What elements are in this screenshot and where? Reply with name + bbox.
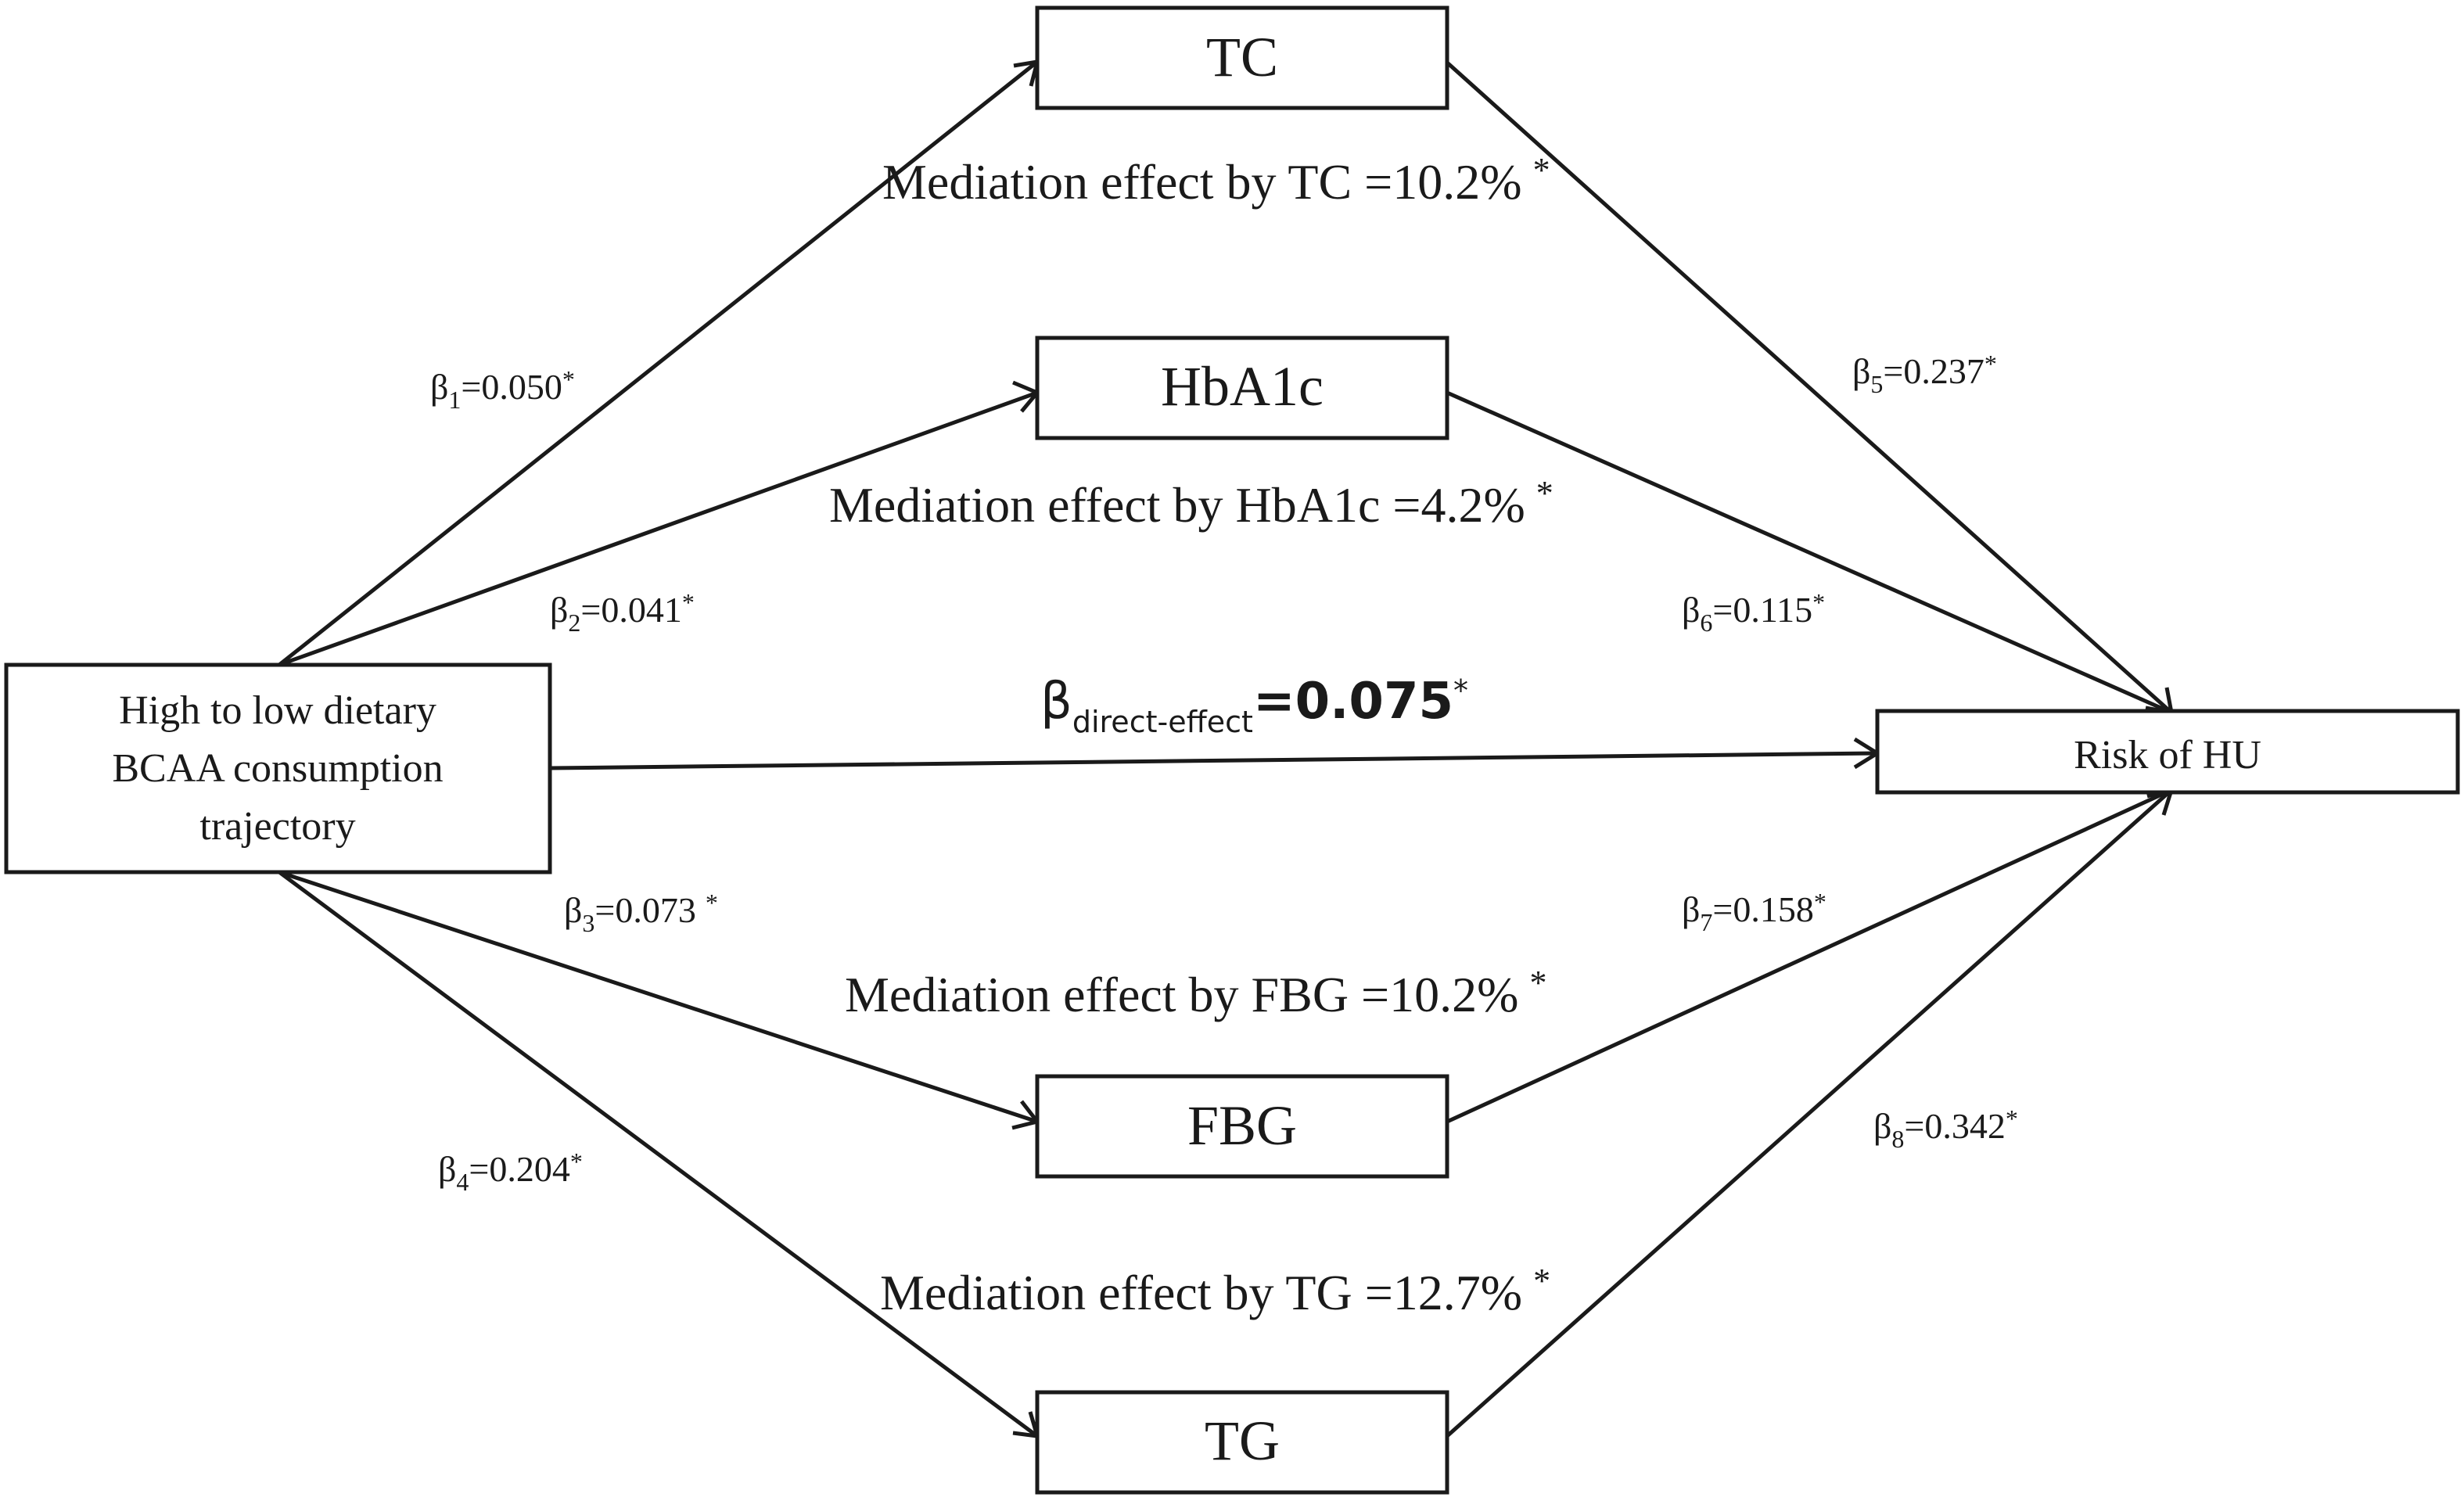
coef-beta-2: β2=0.041* — [550, 588, 695, 637]
mediation-label-tg: Mediation effect by TG =12.7%* — [880, 1262, 1550, 1320]
edge-source-to-tg — [278, 870, 1039, 1438]
node-source-line-3: trajectory — [199, 804, 355, 849]
coef-beta-4: β4=0.204* — [438, 1147, 583, 1196]
mediation-label-fbg: Mediation effect by FBG =10.2%* — [845, 964, 1546, 1022]
edge-direct-effect — [549, 751, 1878, 770]
node-hba1c-box — [1035, 336, 1449, 440]
node-fbg: FBG — [1035, 1074, 1449, 1179]
node-outcome-box — [1875, 709, 2460, 795]
edge-source-to-hba1c — [278, 390, 1038, 667]
coef-beta-5: β5=0.237* — [1852, 350, 1997, 398]
node-source-line-1: High to low dietary — [119, 688, 436, 733]
coef-beta-1: β1=0.050* — [430, 365, 575, 414]
node-tc-label: TC — [1206, 26, 1278, 88]
edge-source-to-fbg — [278, 870, 1038, 1124]
coef-beta-3: β3=0.073* — [564, 889, 718, 937]
coef-beta-7: β7=0.158* — [1682, 888, 1826, 936]
node-tc-box — [1035, 5, 1449, 110]
node-tg-box — [1035, 1390, 1449, 1495]
node-tg: TG — [1035, 1390, 1449, 1495]
edge-tg-to-outcome — [1446, 788, 2173, 1438]
coef-beta-8: β8=0.342* — [1873, 1104, 2018, 1153]
node-outcome-label: Risk of HU — [2074, 733, 2261, 777]
node-fbg-box — [1035, 1074, 1449, 1179]
coef-beta-6: β6=0.115* — [1682, 588, 1825, 637]
node-outcome: Risk of HU — [1875, 709, 2460, 795]
edge-fbg-to-outcome — [1446, 788, 2173, 1124]
edge-hba1c-to-outcome — [1446, 390, 2173, 715]
node-source-box — [4, 663, 552, 874]
node-fbg-label: FBG — [1187, 1094, 1297, 1157]
edge-source-to-tc — [278, 60, 1039, 666]
node-source-line-2: BCAA consumption — [112, 746, 443, 791]
node-tg-label: TG — [1205, 1409, 1280, 1472]
node-hba1c-label: HbA1c — [1161, 355, 1324, 418]
node-tc: TC — [1035, 5, 1449, 110]
node-source: High to low dietary BCAA consumption tra… — [4, 663, 552, 874]
mediation-label-tc: Mediation effect by TC =10.2%* — [882, 151, 1550, 210]
edge-tc-to-outcome — [1446, 61, 2173, 714]
mediation-label-hba1c: Mediation effect by HbA1c =4.2%* — [829, 474, 1553, 533]
coefficient-labels: β1=0.050* β2=0.041* β3=0.073* β4=0.204* … — [430, 350, 2018, 1196]
mediation-labels: Mediation effect by TC =10.2%* Mediation… — [829, 151, 1553, 1320]
edges — [278, 59, 2175, 1438]
coef-direct-effect: βdirect-effect=0.075* — [1040, 673, 1468, 739]
node-hba1c: HbA1c — [1035, 336, 1449, 440]
